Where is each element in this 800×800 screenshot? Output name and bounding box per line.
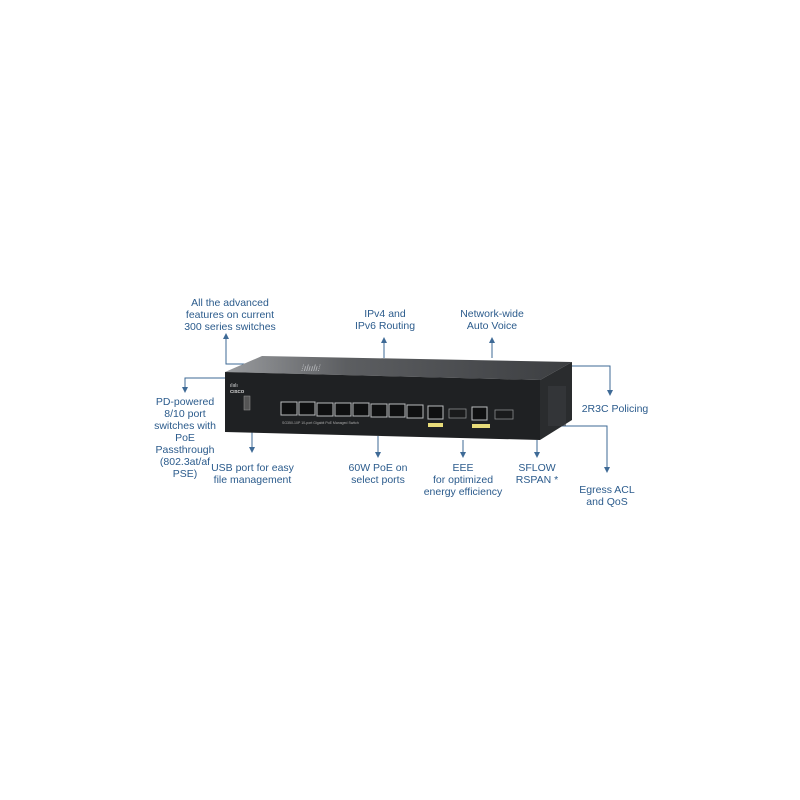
leader-policing xyxy=(572,365,613,396)
callout-eee: EEE for optimized energy efficiency xyxy=(423,462,503,498)
combo-label-2 xyxy=(472,424,490,428)
sfp-ports xyxy=(448,408,514,420)
usb-port-icon xyxy=(243,395,251,411)
model-label: SG350-10P 10-port Gigabit PoE Managed Sw… xyxy=(282,421,359,425)
rj45-ports xyxy=(280,401,488,421)
leader-lines xyxy=(182,333,613,473)
leader-egress-acl xyxy=(548,425,610,473)
callout-sflow: SFLOW RSPAN * xyxy=(515,462,559,486)
callout-auto-voice: Network-wide Auto Voice xyxy=(460,308,524,332)
combo-label-1 xyxy=(428,423,443,427)
callout-egress-acl: Egress ACL and QoS xyxy=(579,484,635,508)
leader-advanced-features xyxy=(223,333,258,365)
leader-pd-powered xyxy=(182,377,226,393)
callout-ipv-routing: IPv4 and IPv6 Routing xyxy=(354,308,416,332)
switch-chassis: ⁞ılıılı⁞ ılıılı CISCO SG350-10P 10-port … xyxy=(225,356,572,440)
top-logo-icon: ⁞ılıılı⁞ xyxy=(300,363,322,373)
callout-poe-60w: 60W PoE on select ports xyxy=(348,462,408,486)
chassis-top xyxy=(225,356,572,380)
callout-policing: 2R3C Policing xyxy=(581,403,649,415)
callout-usb-port: USB port for easy file management xyxy=(211,462,294,486)
side-vents xyxy=(548,386,566,426)
callout-advanced-features: All the advanced features on current 300… xyxy=(184,297,276,333)
cisco-wordmark: CISCO xyxy=(230,389,245,394)
callout-pd-powered: PD-powered 8/10 port switches with PoE P… xyxy=(154,396,216,480)
cisco-logo-icon: ılıılı xyxy=(230,383,238,389)
